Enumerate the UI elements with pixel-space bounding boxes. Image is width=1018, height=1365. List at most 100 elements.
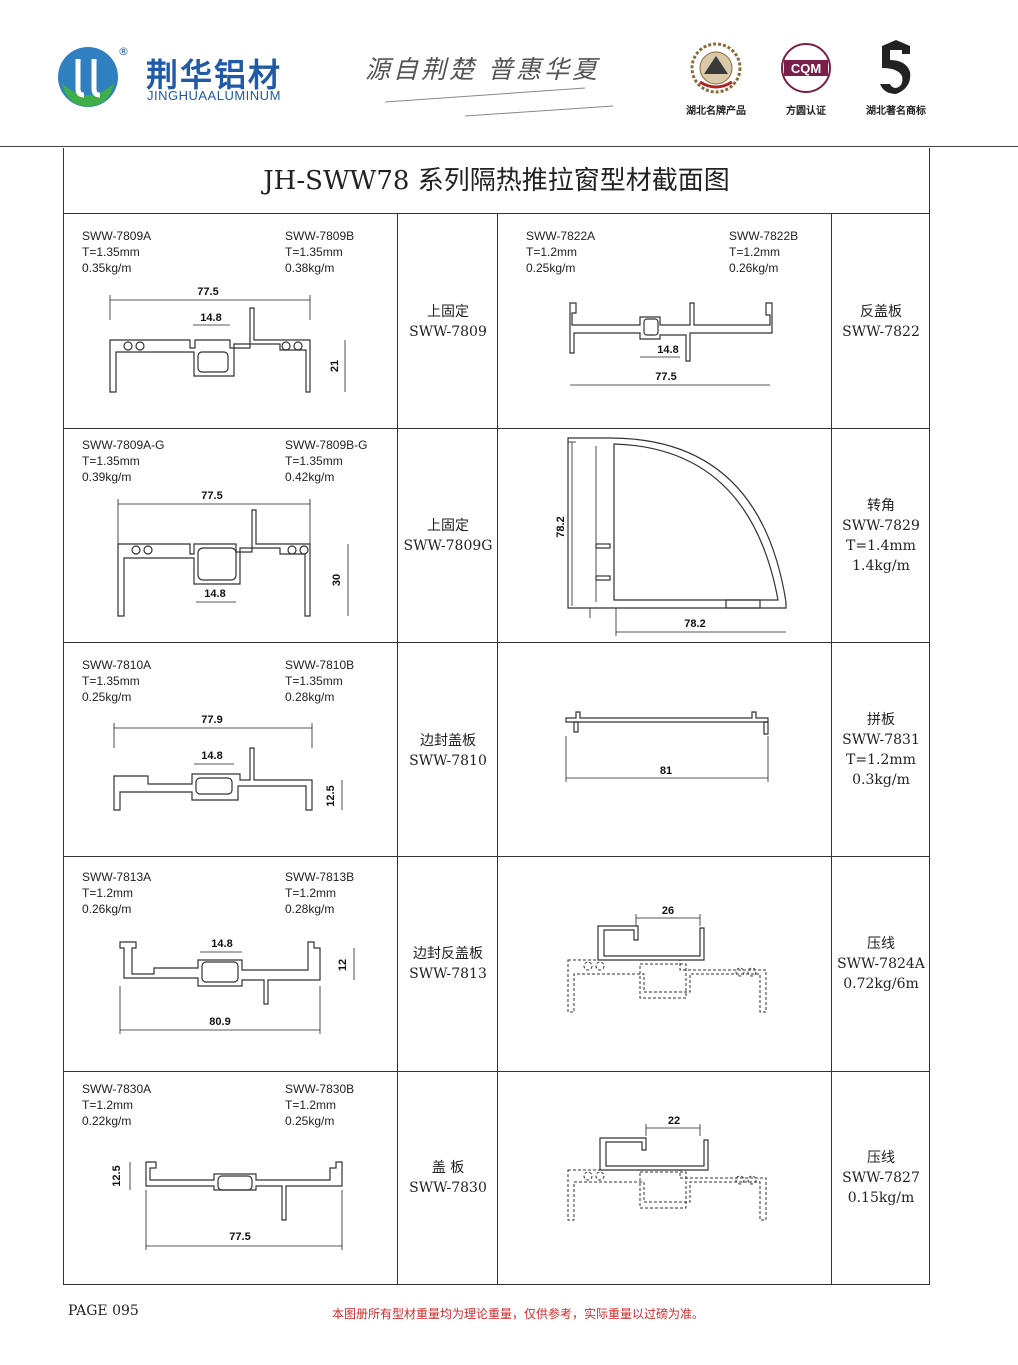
profile-name-cell: 转角 SWW-7829 T=1.4mm 1.4kg/m — [832, 496, 930, 576]
thickness: T=1.35mm — [285, 245, 343, 259]
profile-code: SWW-7822B — [729, 229, 799, 243]
profile-name: 压线 — [867, 936, 895, 952]
profile-name: 压线 — [867, 1150, 895, 1166]
profile-code: SWW-7810 — [409, 753, 487, 769]
thickness: T=1.4mm — [846, 538, 916, 554]
profile-drawing-sww7810: 77.9 14.8 12.5 — [113, 714, 343, 811]
thickness: T=1.35mm — [82, 245, 140, 259]
dimension-label: 14.8 — [200, 312, 221, 324]
profile-name-cell: 拼板 SWW-7831 T=1.2mm 0.3kg/m — [832, 710, 930, 790]
dimension-label: 14.8 — [657, 344, 678, 356]
weight: 0.42kg/m — [285, 470, 335, 484]
weight: 0.72kg/6m — [843, 976, 919, 992]
profile-code: SWW-7830A — [82, 1082, 152, 1096]
thickness: T=1.2mm — [285, 886, 337, 900]
slogan-underline — [385, 87, 614, 117]
weight: 0.28kg/m — [285, 902, 335, 916]
weight: 1.4kg/m — [852, 558, 910, 574]
cert-cqm: CQM 方圆认证 — [766, 38, 846, 120]
profile-drawing-sww7822: 14.8 77.5 — [569, 302, 773, 386]
dimension-label: 22 — [668, 1115, 680, 1127]
weight-disclaimer: 本图册所有型材重量均为理论重量，仅供参考，实际重量以过磅为准。 — [332, 1307, 705, 1321]
thickness: T=1.35mm — [82, 454, 140, 468]
famous-trademark-icon — [880, 40, 911, 94]
spec-block-a: SWW-7810A T=1.35mm 0.25kg/m — [82, 657, 151, 705]
spec-block-b: SWW-7822B T=1.2mm 0.26kg/m — [729, 228, 798, 276]
page-number: PAGE 095 — [68, 1303, 139, 1319]
profile-name-cell: 边封反盖板 SWW-7813 — [398, 944, 498, 984]
profile-code: SWW-7809 — [409, 324, 487, 340]
profile-drawing-sww7829: 78.2 78.2 — [555, 437, 787, 636]
cqm-certification-icon: CQM — [781, 43, 831, 93]
profile-name-cell: 上固定 SWW-7809 — [398, 302, 498, 342]
profile-name: 上固定 — [427, 518, 469, 534]
profile-drawing-sww7827: 22 — [567, 1115, 767, 1221]
profile-drawing-sww7809: 77.5 14.8 21 — [109, 286, 346, 393]
thickness: T=1.2mm — [285, 1098, 337, 1112]
cert-label: 方圆认证 — [786, 106, 826, 117]
column-divider — [497, 214, 498, 1285]
page-header: ® 荆华铝材 JINGHUAALUMINUM 源自荆楚 普惠华夏 湖北名牌产品 … — [0, 0, 1018, 148]
weight: 0.26kg/m — [82, 902, 132, 916]
profile-code: SWW-7830B — [285, 1082, 355, 1096]
profile-name-cell: 盖 板 SWW-7830 — [398, 1158, 498, 1198]
thickness: T=1.2mm — [82, 886, 134, 900]
profile-code: SWW-7813 — [409, 966, 487, 982]
spec-block-a: SWW-7813A T=1.2mm 0.26kg/m — [82, 869, 151, 917]
profile-code: SWW-7810B — [285, 658, 355, 672]
spec-block-b: SWW-7810B T=1.35mm 0.28kg/m — [285, 657, 354, 705]
spec-block-a: SWW-7809A-G T=1.35mm 0.39kg/m — [82, 437, 164, 485]
catalog-table — [63, 148, 930, 1285]
dimension-label: 12.5 — [325, 785, 337, 806]
profile-code: SWW-7822 — [842, 324, 920, 340]
brand-name-cn: 荆华铝材 — [146, 56, 283, 94]
dimension-label: 21 — [329, 360, 341, 372]
dimension-label: 77.5 — [229, 1231, 250, 1243]
spec-block-b: SWW-7809B-G T=1.35mm 0.42kg/m — [285, 437, 367, 485]
weight: 0.28kg/m — [285, 690, 335, 704]
profile-code: SWW-7829 — [842, 518, 920, 534]
cert-famous-trademark: 湖北著名商标 — [856, 38, 936, 120]
dimension-label: 80.9 — [209, 1016, 230, 1028]
cert-hubei-brand: 湖北名牌产品 — [676, 38, 756, 120]
cqm-badge-text: CQM — [791, 61, 821, 76]
profile-drawing-sww7824a: 26 — [567, 905, 767, 1013]
cert-label: 湖北著名商标 — [866, 106, 926, 117]
row-divider — [63, 1071, 930, 1072]
weight: 0.3kg/m — [852, 772, 910, 788]
profile-code: SWW-7813B — [285, 870, 355, 884]
profile-name: 拼板 — [867, 712, 895, 728]
row-divider — [63, 642, 930, 643]
weight: 0.22kg/m — [82, 1114, 132, 1128]
profile-code: SWW-7809B — [285, 229, 355, 243]
dimension-label: 78.2 — [555, 516, 567, 537]
column-divider — [831, 214, 832, 1285]
row-divider — [63, 428, 930, 429]
weight: 0.25kg/m — [82, 690, 132, 704]
page-title: JH-SWW78 系列隔热推拉窗型材截面图 — [263, 166, 730, 196]
dimension-label: 77.5 — [197, 286, 218, 298]
weight: 0.25kg/m — [526, 261, 576, 275]
row-divider — [63, 856, 930, 857]
profile-name: 反盖板 — [860, 304, 902, 320]
title-row: JH-SWW78 系列隔热推拉窗型材截面图 — [63, 148, 930, 214]
spec-block-a: SWW-7822A T=1.2mm 0.25kg/m — [526, 228, 595, 276]
profile-drawing-sww7830: 12.5 77.5 — [111, 1161, 343, 1250]
jinghua-logo-icon — [58, 47, 118, 107]
profile-code: SWW-7809A-G — [82, 438, 165, 452]
weight: 0.35kg/m — [82, 261, 132, 275]
spec-block-b: SWW-7830B T=1.2mm 0.25kg/m — [285, 1081, 354, 1129]
thickness: T=1.2mm — [526, 245, 578, 259]
column-divider — [397, 214, 398, 1285]
weight: 0.26kg/m — [729, 261, 779, 275]
profile-name: 上固定 — [427, 304, 469, 320]
weight: 0.25kg/m — [285, 1114, 335, 1128]
registered-mark: ® — [118, 45, 129, 58]
dimension-label: 12.5 — [111, 1165, 123, 1186]
profile-drawing-sww7813: 14.8 12 80.9 — [119, 938, 355, 1034]
profile-code: SWW-7809A — [82, 229, 152, 243]
dimension-label: 14.8 — [211, 938, 232, 950]
dimension-label: 77.5 — [655, 371, 676, 383]
dimension-label: 26 — [662, 905, 674, 917]
profile-code: SWW-7813A — [82, 870, 152, 884]
